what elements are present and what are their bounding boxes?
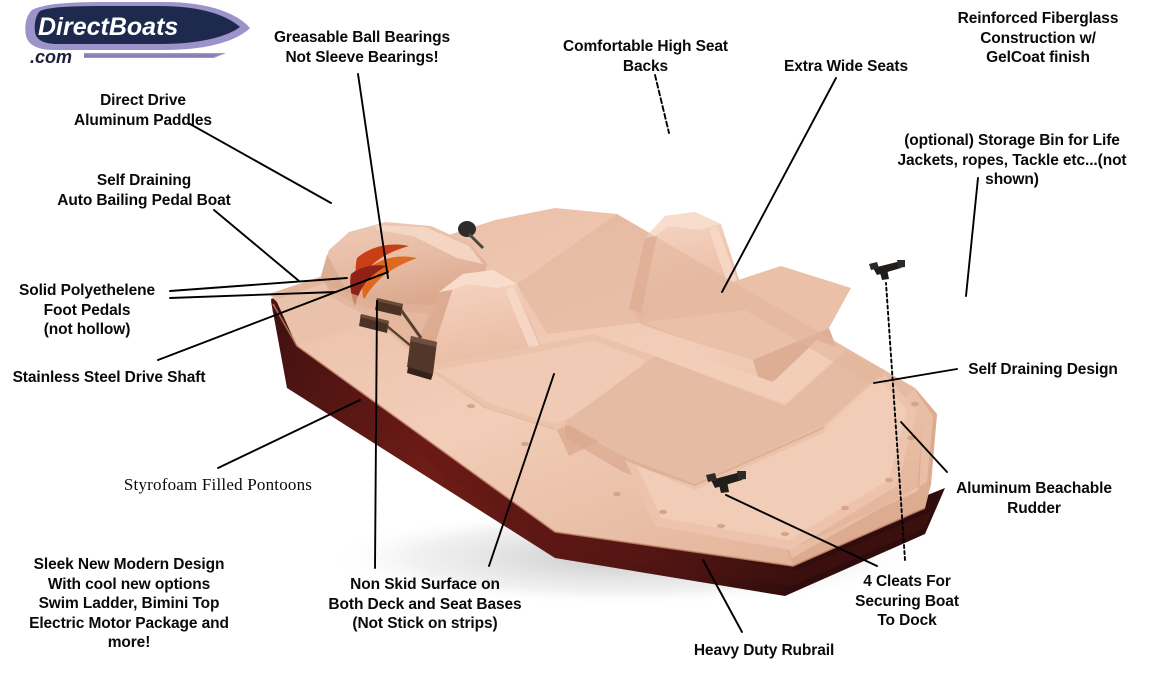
logo-brand-text: DirectBoats [38,13,178,41]
callout-sleek-new-modern-design: Sleek New Modern Design With cool new op… [29,556,229,652]
console-knob [458,221,485,250]
callout-4-cleats-for-securing-boat: 4 Cleats For Securing Boat To Dock [855,573,959,630]
logo-underline-dark [84,54,220,57]
cleat-fwd-starboard [706,471,746,493]
rear-seat-back-top [645,212,721,238]
center-ridge [565,352,885,484]
callout-heavy-duty-rubrail: Heavy Duty Rubrail [693,642,835,659]
callout-self-draining-auto-bailing: Self Draining Auto Bailing Pedal Boat [57,172,231,209]
callout-comfortable-high-seat-backs: Comfortable High Seat Backs [563,38,728,75]
drive-shaft-block [407,336,437,380]
center-ridge-top [655,340,845,404]
cleat-aft-outboard [869,260,905,280]
logo-suffix-text: .com [30,47,72,66]
callout-aluminum-beachable-rudder: Aluminum Beachable Rudder [956,480,1112,517]
directboats-logo[interactable]: DirectBoats .com [14,2,254,66]
far-side-wall [517,214,915,402]
callout-solid-polyethelene-foot-pedals: Solid Polyethelene Foot Pedals (not holl… [18,282,155,339]
callout-stainless-steel-drive-shaft: Stainless Steel Drive Shaft [12,369,206,386]
callout-direct-drive-aluminum-paddles: Direct Drive Aluminum Paddles [74,92,212,129]
callout-extra-wide-seats: Extra Wide Seats [783,58,909,75]
bow-console-top-highlight [375,225,483,264]
callout-storage-bin: (optional) Storage Bin for Life Jackets,… [897,132,1127,189]
leader-storage-bin [965,177,979,297]
callout-non-skid-surface: Non Skid Surface on Both Deck and Seat B… [328,576,522,633]
front-seat-back-top [439,270,517,292]
callout-reinforced-fiberglass: Reinforced Fiberglass Construction w/ Ge… [957,10,1119,67]
callout-greasable-ball-bearings: Greasable Ball Bearings Not Sleeve Beari… [273,29,451,66]
logo-badge [34,6,241,44]
drive-linkage [399,309,423,339]
callout-styrofoam-filled-pontoons: Styrofoam Filled Pontoons [123,475,313,494]
callout-self-draining-design: Self Draining Design [968,361,1118,378]
pedal-boat-photo [225,88,945,648]
drive-linkage-2 [386,325,412,347]
